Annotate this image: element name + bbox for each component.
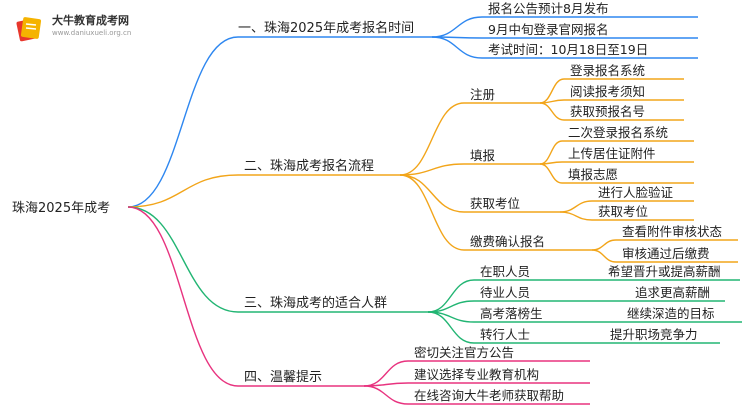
leaf-b3-4-1: 提升职场竞争力 xyxy=(610,327,698,342)
branch-b3: 三、珠海成考的适合人群 xyxy=(244,295,387,311)
leaf-b2-3-1: 进行人脸验证 xyxy=(598,185,674,200)
logo-name: 大牛教育成考网 xyxy=(52,14,129,27)
subtopic-b3-2: 待业人员 xyxy=(480,285,530,300)
leaf-b3-2-1: 追求更高薪酬 xyxy=(635,285,710,300)
leaf-b3-1-1: 希望晋升或提高薪酬 xyxy=(608,264,721,279)
link-b2-sub xyxy=(399,163,465,176)
link-b1-leaf xyxy=(431,36,483,59)
leaf-b2-4-2: 审核通过后缴费 xyxy=(622,246,710,261)
link-b2 xyxy=(127,174,239,208)
leaf-b2-1-2: 阅读报考须知 xyxy=(570,84,645,99)
link-b2-leaf xyxy=(559,200,593,213)
subtopic-b3-1: 在职人员 xyxy=(480,264,530,279)
leaf-b2-3-2: 获取考位 xyxy=(598,204,648,219)
link-b3 xyxy=(127,206,239,313)
leaf-b2-4-1: 查看附件审核状态 xyxy=(622,224,722,239)
link-b1-leaf xyxy=(431,16,483,38)
leaf-b2-2-2: 上传居住证附件 xyxy=(568,146,656,161)
link-b3-sub xyxy=(427,311,475,344)
subtopic-b3-3: 高考落榜生 xyxy=(480,306,543,321)
leaf-b2-1-3: 获取预报名号 xyxy=(570,104,645,119)
link-b1 xyxy=(127,36,239,208)
leaf-b3-3-1: 继续深造的目标 xyxy=(627,306,715,321)
logo: 大牛教育成考网 www.daniuxueli.org.cn xyxy=(14,14,131,44)
link-b2-leaf xyxy=(539,163,563,184)
leaf-b2-2-1: 二次登录报名系统 xyxy=(568,125,668,140)
subtopic-b3-4: 转行人士 xyxy=(480,327,530,342)
logo-url: www.daniuxueli.org.cn xyxy=(52,29,132,37)
link-b2-leaf xyxy=(559,211,593,221)
subtopic-b2-4: 缴费确认报名 xyxy=(470,234,545,249)
leaf-b2-1-1: 登录报名系统 xyxy=(570,63,645,78)
root-topic: 珠海2025年成考 xyxy=(12,201,110,216)
branch-b1: 一、珠海2025年成考报名时间 xyxy=(238,20,414,36)
link-b2-leaf xyxy=(539,102,565,121)
leaf-b4-3: 在线咨询大牛老师获取帮助 xyxy=(414,388,564,403)
link-b4 xyxy=(127,206,239,387)
link-b4-leaf xyxy=(363,360,409,387)
link-b2-leaf xyxy=(591,239,617,251)
leaf-b4-1: 密切关注官方公告 xyxy=(414,345,514,360)
link-b2-sub xyxy=(399,102,465,176)
link-b2-sub xyxy=(399,174,465,251)
link-b2-leaf xyxy=(539,78,565,104)
subtopic-b2-3: 获取考位 xyxy=(470,196,520,211)
leaf-b4-2: 建议选择专业教育机构 xyxy=(414,367,539,382)
branch-b4: 四、温馨提示 xyxy=(244,369,322,385)
link-b2-leaf xyxy=(539,140,563,165)
leaf-b1-3: 考试时间：10月18日至19日 xyxy=(488,42,648,57)
subtopic-b2-1: 注册 xyxy=(470,87,495,102)
leaf-b1-2: 9月中旬登录官网报名 xyxy=(488,22,608,37)
link-b2-sub xyxy=(399,174,465,213)
leaf-b1-1: 报名公告预计8月发布 xyxy=(488,1,608,16)
link-b4-leaf xyxy=(363,385,409,405)
subtopic-b2-2: 填报 xyxy=(470,148,496,163)
link-b2-leaf xyxy=(591,249,617,263)
logo-book-icon xyxy=(16,17,42,42)
leaf-b2-2-3: 填报志愿 xyxy=(568,167,618,182)
branch-b2: 二、珠海成考报名流程 xyxy=(244,158,374,174)
